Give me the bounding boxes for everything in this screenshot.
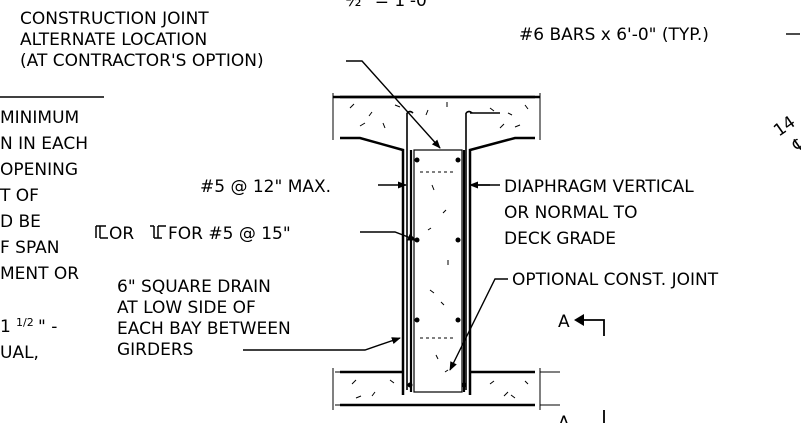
diaphragm-note: DIAPHRAGM VERTICAL OR NORMAL TO DECK GRA… — [504, 177, 694, 249]
right-edge-symbol: ℄ — [788, 133, 801, 156]
hook-callout-for: FOR #5 @ 15" — [168, 224, 291, 244]
diaphragm-note-line2: OR NORMAL TO — [504, 203, 637, 223]
left-notes: MINIMUM N IN EACH OPENING T OF D BE F SP… — [0, 108, 88, 363]
construction-joint-line2: ALTERNATE LOCATION — [20, 30, 207, 50]
drain-note-line2: AT LOW SIDE OF — [117, 298, 256, 318]
hook-callout-or: OR — [109, 224, 134, 244]
section-marker-upper-label: A — [558, 312, 570, 332]
hook-callout: OR FOR #5 @ 15" — [109, 224, 291, 244]
left-note-line5: D BE — [0, 212, 41, 232]
spacing-callout: #5 @ 12" MAX. — [200, 177, 331, 197]
left-note-line9: UAL, — [0, 343, 39, 363]
construction-joint-label: CONSTRUCTION JOINT ALTERNATE LOCATION (A… — [20, 9, 264, 71]
left-note-line8-suffix: " - — [38, 317, 57, 337]
construction-joint-line3: (AT CONTRACTOR'S OPTION) — [20, 51, 264, 71]
diaphragm-note-line1: DIAPHRAGM VERTICAL — [504, 177, 694, 197]
bars-callout: #6 BARS x 6'-0" (TYP.) — [519, 25, 709, 45]
scale-text: ½" = 1'-0" — [345, 0, 435, 11]
drain-note: 6" SQUARE DRAIN AT LOW SIDE OF EACH BAY … — [117, 277, 291, 360]
drain-note-line4: GIRDERS — [117, 340, 193, 360]
right-edge-fragment: 14 ℄ — [770, 112, 801, 156]
optional-joint-label: OPTIONAL CONST. JOINT — [512, 270, 719, 290]
web-section — [406, 110, 500, 393]
leader-lines — [0, 33, 800, 371]
left-note-line8-prefix: 1 — [0, 317, 11, 337]
hook-symbols — [95, 225, 166, 239]
section-marker-lower-label: A — [558, 413, 570, 423]
diaphragm-note-line3: DECK GRADE — [504, 229, 616, 249]
left-note-line4: T OF — [0, 186, 39, 206]
drain-note-line3: EACH BAY BETWEEN — [117, 319, 291, 339]
left-note-line3: OPENING — [0, 160, 78, 180]
section-marker-upper: A — [558, 312, 605, 336]
deck-slab-top — [332, 93, 541, 395]
left-note-line1: MINIMUM — [0, 108, 79, 128]
bottom-flange — [332, 368, 560, 410]
construction-joint-line1: CONSTRUCTION JOINT — [20, 9, 209, 29]
drain-note-line1: 6" SQUARE DRAIN — [117, 277, 271, 297]
left-note-line8-frac: 1/2 — [16, 316, 34, 329]
section-marker-lower: A — [558, 410, 605, 427]
left-note-line2: N IN EACH — [0, 134, 88, 154]
left-note-line7: MENT OR — [0, 264, 79, 284]
left-note-line6: F SPAN — [0, 238, 59, 258]
